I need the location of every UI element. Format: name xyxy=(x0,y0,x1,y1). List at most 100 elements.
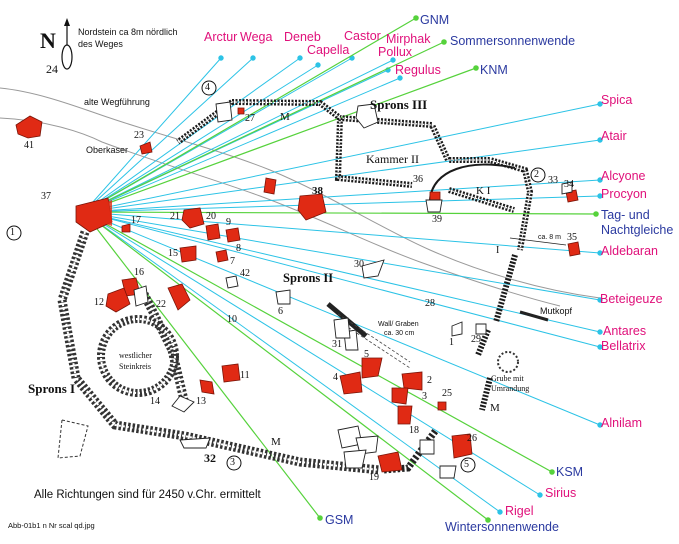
stone-number: 1 xyxy=(449,337,454,348)
station-number: 4 xyxy=(205,82,210,93)
stone-number: 15 xyxy=(168,248,178,259)
stone-number: 35 xyxy=(567,232,577,243)
event-ray xyxy=(83,211,489,521)
stone-number: 29 xyxy=(471,334,481,345)
event-label: KNM xyxy=(480,63,508,77)
star-ray xyxy=(83,179,601,213)
stone-number: 34 xyxy=(564,179,574,190)
ray-end-dot xyxy=(250,55,256,61)
stone-number: 27 xyxy=(245,113,255,124)
ray-end-dot xyxy=(597,329,603,335)
dashed-outline xyxy=(57,419,89,459)
stone-circle-label-1: westlicher xyxy=(119,351,152,360)
stone-number: 3 xyxy=(422,391,427,402)
ray-end-dot xyxy=(497,509,503,515)
ray-end-dot xyxy=(597,101,603,107)
footer-filename: Abb-01b1 n Nr scal qd.jpg xyxy=(8,521,95,530)
stone-number: 21 xyxy=(170,211,180,222)
stone-number: 41 xyxy=(24,140,34,151)
ray-end-dot xyxy=(413,15,419,21)
station-number: 1 xyxy=(10,227,15,238)
ray-end-dot xyxy=(597,177,603,183)
oberkaser-label: Oberkaser xyxy=(86,145,129,155)
ray-end-dot xyxy=(485,517,491,523)
ray-end-dot xyxy=(317,515,323,521)
event-ray xyxy=(83,211,597,215)
ray-end-dot xyxy=(473,65,479,71)
stone-number: 25 xyxy=(442,388,452,399)
stone-number: 7 xyxy=(230,256,235,267)
station-number: 3 xyxy=(230,457,235,468)
event-label: Sommersonnenwende xyxy=(450,34,576,48)
ray-end-dot xyxy=(297,55,303,61)
stone-number: 28 xyxy=(425,298,435,309)
stone-number: 20 xyxy=(206,211,216,222)
star-label: Alnilam xyxy=(601,416,642,430)
kammer-2-label: Kammer II xyxy=(366,152,419,166)
star-label: Wega xyxy=(240,30,273,44)
stone-number: 5 xyxy=(364,349,369,360)
stone-number: 23 xyxy=(134,130,144,141)
star-ray xyxy=(83,103,601,213)
distance-label: ca. 8 m xyxy=(538,234,561,241)
star-label: Sirius xyxy=(545,486,577,500)
footer-note: Alle Richtungen sind für 2450 v.Chr. erm… xyxy=(34,489,261,501)
observation-fan xyxy=(76,200,112,226)
station-number: 5 xyxy=(464,459,469,470)
star-label: Spica xyxy=(601,93,633,107)
stone-number: 12 xyxy=(94,297,104,308)
red-stones xyxy=(15,107,581,473)
star-ray xyxy=(83,211,601,348)
ray-end-dot xyxy=(597,344,603,350)
stone-number: 6 xyxy=(278,306,283,317)
star-label: Capella xyxy=(307,43,350,57)
event-label: Wintersonnenwende xyxy=(445,520,559,534)
event-ray xyxy=(83,17,417,213)
wall-label-1: Wall/ Graben xyxy=(378,321,419,328)
ray-end-dot xyxy=(597,137,603,143)
stone-number: 13 xyxy=(196,396,206,407)
stone-number: 16 xyxy=(134,267,144,278)
stone-number: 30 xyxy=(354,259,364,270)
star-label: Regulus xyxy=(395,63,441,77)
ray-end-dot xyxy=(597,297,603,303)
ray-end-dot xyxy=(315,62,321,68)
star-ray xyxy=(83,195,601,213)
ray-end-dot xyxy=(218,55,224,61)
stone-number: 26 xyxy=(467,433,477,444)
star-label: Castor xyxy=(344,29,381,43)
kammer-1-arc xyxy=(429,163,516,201)
star-ray xyxy=(83,59,394,213)
star-label: Atair xyxy=(601,129,627,143)
stone-number: 2 xyxy=(427,375,432,386)
stone-number: 39 xyxy=(432,214,442,225)
star-label: Alcyone xyxy=(601,169,646,183)
m-label: M xyxy=(490,402,500,414)
event-label: Tag- und xyxy=(601,208,650,222)
event-ray xyxy=(83,67,477,213)
event-rays xyxy=(83,15,599,523)
stone-number: I xyxy=(496,245,500,256)
stone-number: 4 xyxy=(333,372,338,383)
ray-end-dot xyxy=(549,469,555,475)
ray-end-dot xyxy=(397,75,403,81)
north-note-1: Nordstein ca 8m nördlich xyxy=(78,27,178,37)
white-stones xyxy=(133,101,573,479)
stone-number: 36 xyxy=(413,174,423,185)
star-label: Rigel xyxy=(505,504,534,518)
kammer-1-label: K I xyxy=(476,185,491,197)
event-ray xyxy=(83,41,445,213)
station-number: 2 xyxy=(534,169,539,180)
ray-end-dot xyxy=(597,250,603,256)
star-label: Mirphak xyxy=(386,32,431,46)
star-label: Beteigeuze xyxy=(600,292,663,306)
old-path-label: alte Wegführung xyxy=(84,97,150,107)
stone-number: 22 xyxy=(156,299,166,310)
north-note-2: des Weges xyxy=(78,39,123,49)
sprons-1-label: Sprons I xyxy=(28,381,76,396)
star-label: Procyon xyxy=(601,187,647,201)
stone-number: 24 xyxy=(46,62,58,76)
star-label: Arctur xyxy=(204,30,238,44)
